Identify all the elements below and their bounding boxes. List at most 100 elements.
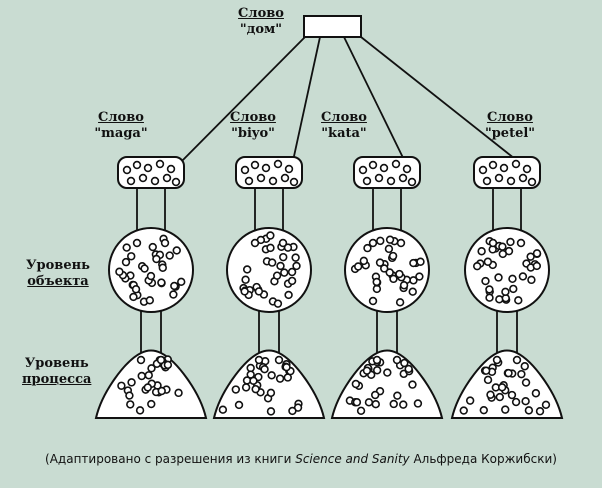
word-box-dot [143,163,153,173]
top-word-label: Слово "дом" [238,6,284,38]
line-end-dot [488,238,498,248]
object-circle-dot [483,257,493,266]
object-circle-dot [495,295,504,304]
object-circle-dot [291,253,300,262]
object-circle-dot [408,287,417,296]
process-mound-dot [266,407,276,416]
process-level-label: Уровень процесса [22,356,91,388]
object-circle-dot [385,268,394,277]
word-box-dot [499,163,509,173]
object-circle-dot [415,272,424,281]
top-word-value: "дом" [239,22,283,37]
word-box-dot [362,176,372,186]
object-circle-dot [385,235,395,244]
process-mound-dot [137,371,146,381]
caption-before: (Адаптировано с разрешения из книги [45,452,296,466]
object-circle-dot [498,249,508,259]
object-level-label: Уровень объекта [26,258,90,290]
object-circle-dot [389,274,398,284]
process-level-line1: Уровень [24,356,89,371]
word-box-dot [289,177,299,187]
process-mound-dot [383,368,392,377]
object-circle-dot [276,261,285,271]
process-mound-dot [117,381,126,390]
word-box-dot [511,159,521,169]
object-circle-dot [115,267,124,276]
process-mound-dot [135,406,145,415]
object-level-line2: объекта [27,274,89,289]
process-mound-dot [524,406,534,415]
process-mound-dot [143,383,152,392]
word-box-dot [244,176,254,186]
process-mound-dot [231,385,241,394]
word-title: Слово [230,110,276,125]
word-box-dot [132,160,142,170]
line-end-dot [512,355,522,365]
object-circle-dot [416,257,425,266]
word-box-dot [379,163,389,173]
word-box-dot [162,173,172,183]
process-mound-dot [370,390,380,400]
process-mound-dot [234,400,244,410]
word-title: Слово [487,110,533,125]
word-box-dot [368,160,378,170]
line-end-dot [278,238,288,248]
process-mound-dot [507,390,517,400]
object-circle-dot [354,262,363,271]
word-label-maga: Слово "maga" [94,110,147,142]
object-circle-dot [526,252,535,261]
process-mound-dot [260,364,269,374]
object-circle-dot [532,261,542,271]
process-mound-dot [481,366,491,375]
process-mound-dot [393,391,402,400]
process-mound-dot [249,376,258,385]
object-circle-dot [284,290,293,300]
word-box-dot [402,164,412,174]
process-mound-dot [497,383,507,392]
process-mound-dot [163,360,173,370]
object-circle-dot [388,251,398,261]
object-circle-dot [242,265,252,274]
object-circle-dot [272,271,282,280]
object-circle-dot [372,277,381,287]
process-mound-dot [399,400,408,409]
process-mound-dot [501,405,510,414]
word-box-dot [126,176,136,186]
process-mound-dot [125,391,134,400]
object-circle-dot [376,236,385,246]
word-box-dot [374,173,384,183]
word-box-dot [518,173,528,183]
object-circle-dot [368,296,378,306]
process-mound-dot [521,396,530,406]
line-end-dot [254,355,264,365]
object-circle-dot [363,243,372,253]
line-end-dot [392,355,402,365]
process-mound-dot [531,389,541,398]
word-title: Слово [98,110,144,125]
object-level-line1: Уровень [26,258,90,273]
process-level-line2: процесса [22,372,92,387]
object-circle-dot [375,258,385,267]
process-mound-dot [266,388,276,398]
top-word-box [303,15,362,38]
process-mound-dot [147,364,156,373]
object-circle-dot [472,261,482,271]
word-box-dot [358,165,368,175]
word-box-dot [268,176,278,186]
object-circle-dot [279,252,288,262]
process-mound-dot [521,378,531,387]
word-box-dot [522,164,532,174]
word-box-dot [488,160,498,170]
object-circle-dot [165,251,174,260]
line-end-dot [372,355,382,365]
line-end-dot [368,238,378,248]
word-box-dot [398,173,408,183]
object-circle-dot [399,281,409,290]
word-box-dot [527,177,537,187]
process-mound-dot [404,364,413,374]
word-label-kata: Слово "kata" [321,110,367,142]
object-circle-dot [395,298,405,307]
process-mound-dot [147,399,156,409]
object-circle-dot [240,287,249,296]
object-circle-dot [170,281,179,291]
